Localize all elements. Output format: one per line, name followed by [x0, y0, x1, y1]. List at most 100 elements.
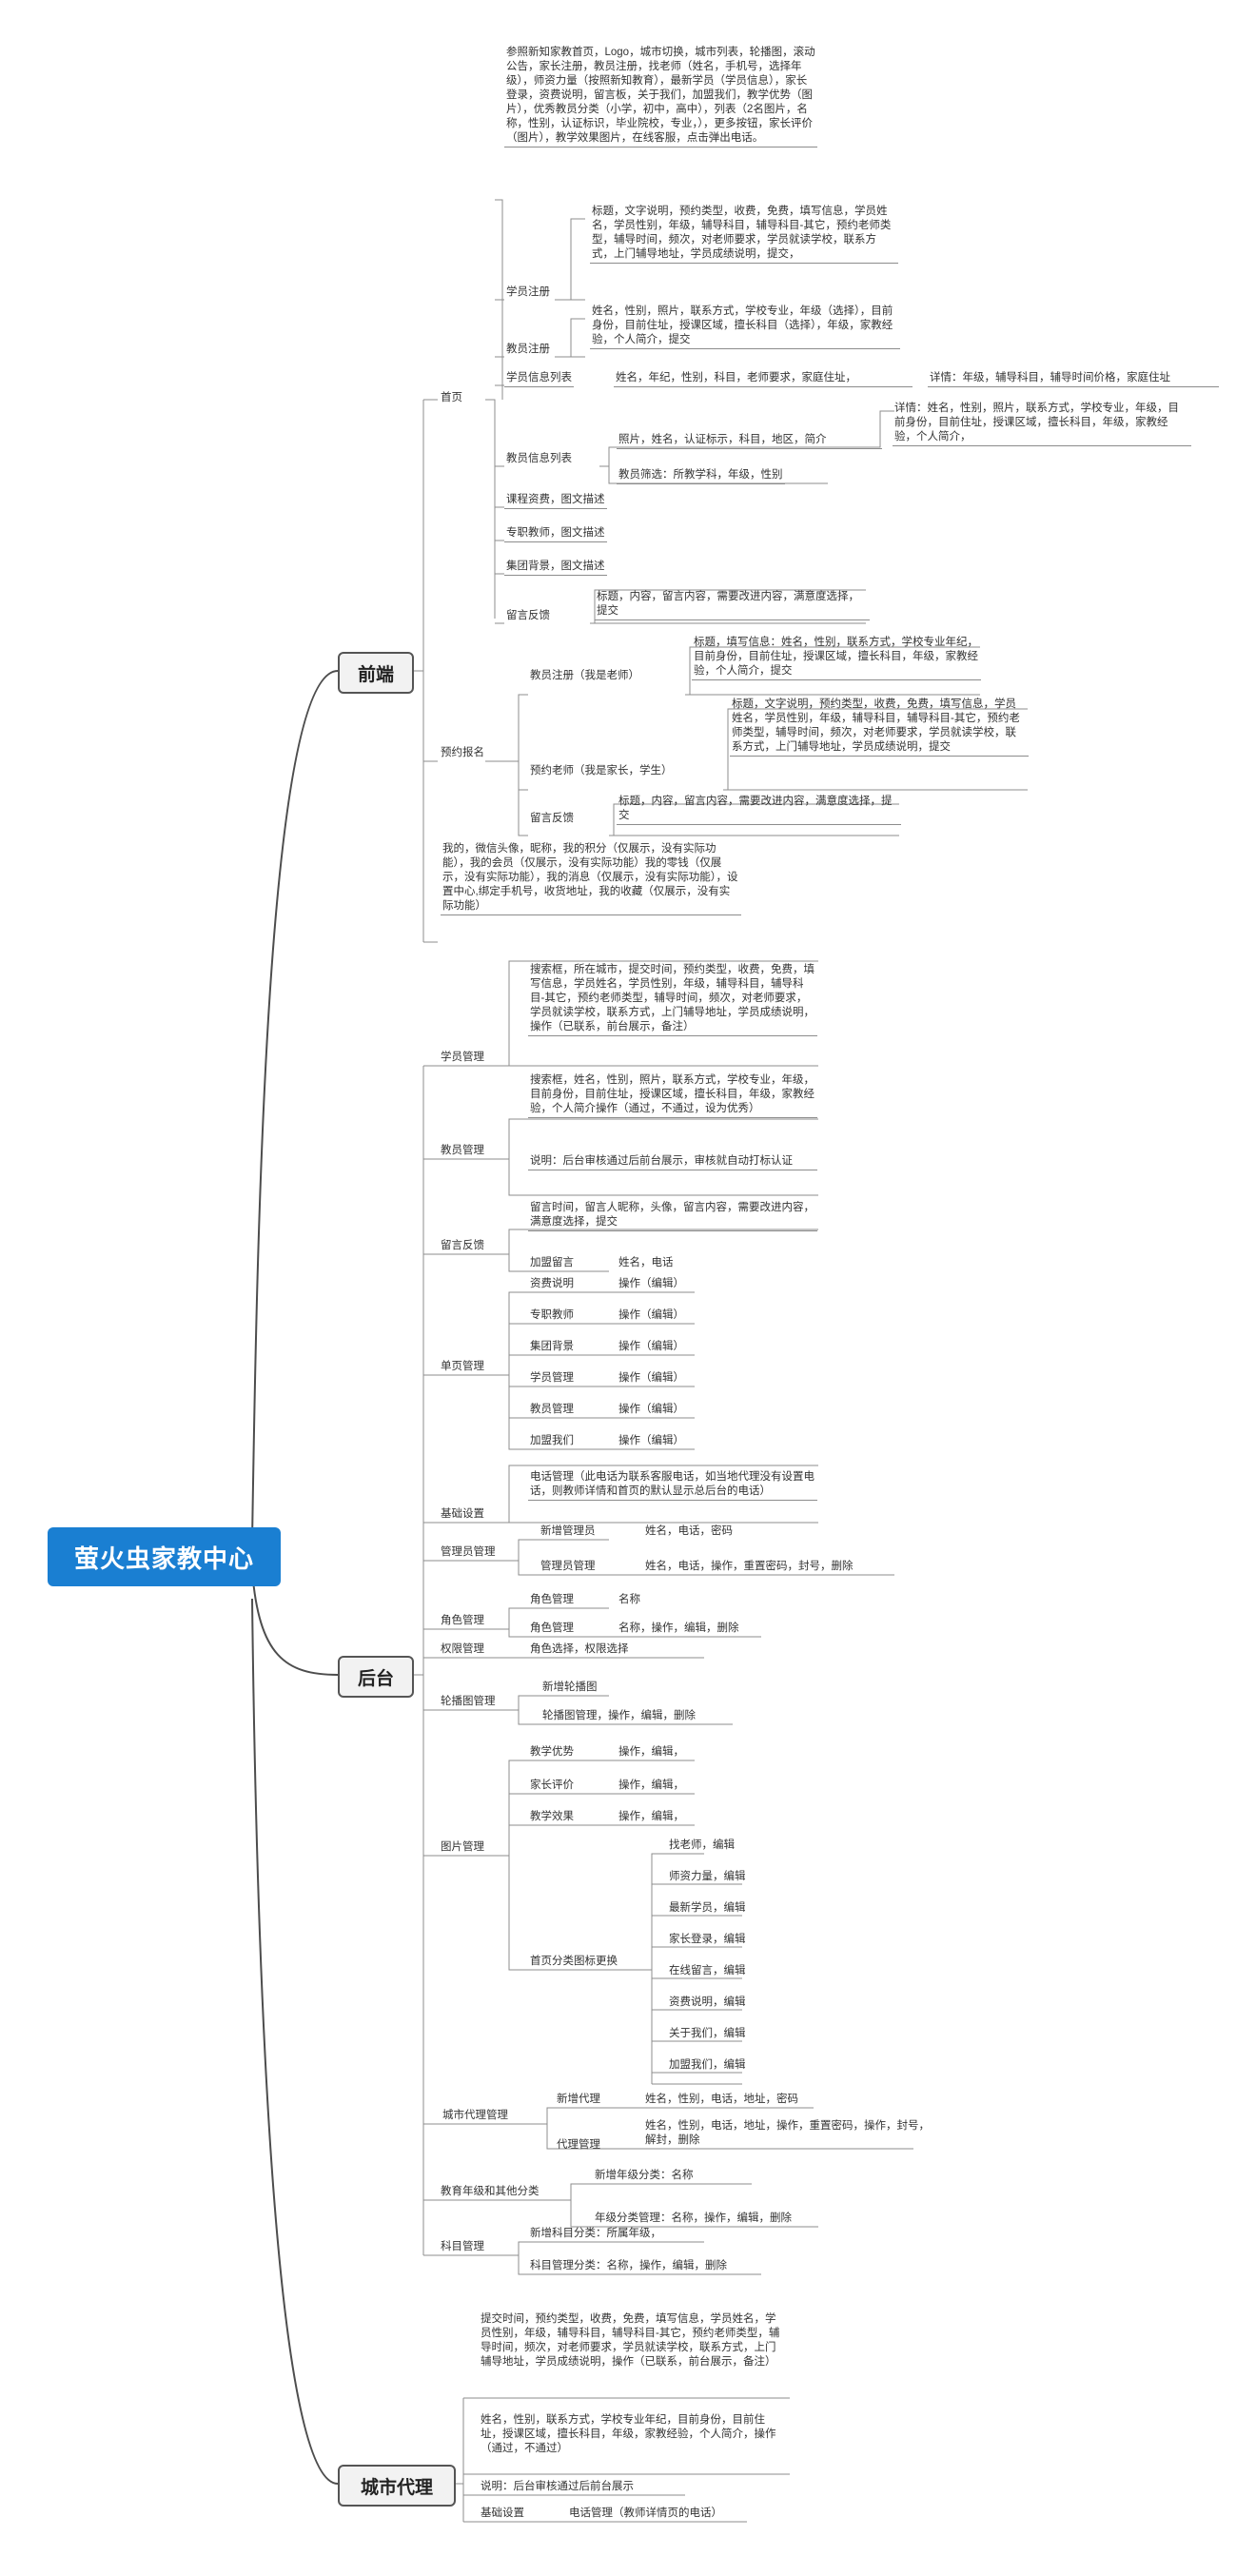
fe-student-register-fields: 标题，文字说明，预约类型，收费，免费，填写信息，学员姓名，学员性别，年级，辅导科… — [590, 205, 898, 264]
be-single-page-op: 操作（编辑） — [618, 1372, 684, 1384]
fe-group-background: 集团背景，图文描述 — [504, 560, 607, 576]
be-teachers-note: 说明：后台审核通过后前台展示，审核就自动打标认证 — [528, 1154, 817, 1170]
be-permissions-fields: 角色选择，权限选择 — [530, 1643, 629, 1655]
be-grades-new: 新增年级分类：名称 — [595, 2170, 694, 2181]
be-single-page-op: 操作（编辑） — [618, 1404, 684, 1415]
be-carousel-new: 新增轮播图 — [542, 1681, 598, 1693]
be-single-page: 单页管理 — [441, 1361, 484, 1372]
be-roles-a-fields: 名称 — [618, 1594, 640, 1605]
be-subjects-new: 新增科目分类：所属年级， — [530, 2228, 661, 2239]
be-images-home-icon-item: 师资力量，编辑 — [669, 1871, 746, 1882]
be-roles: 角色管理 — [441, 1615, 484, 1626]
be-images-op: 操作，编辑， — [618, 1746, 684, 1758]
fe-teacher-list-fields: 照片，姓名，认证标示，科目，地区，简介 — [617, 433, 882, 449]
be-images-home-icon-item: 家长登录，编辑 — [669, 1934, 746, 1945]
be-images-item: 教学效果 — [530, 1811, 574, 1822]
be-franchise-message: 加盟留言 — [530, 1257, 574, 1268]
be-admins-new-fields: 姓名，电话，密码 — [645, 1525, 733, 1537]
be-images-home-icon-item: 加盟我们，编辑 — [669, 2059, 746, 2071]
be-images-item: 家长评价 — [530, 1780, 574, 1791]
be-single-page-item: 集团背景 — [530, 1341, 574, 1352]
fe-booking-book-teacher-fields: 标题，文字说明，预约类型，收费，免费，填写信息，学员姓名，学员性别，年级，辅导科… — [730, 698, 1029, 757]
be-images-home-icon-item: 资费说明，编辑 — [669, 1996, 746, 2008]
be-permissions: 权限管理 — [441, 1643, 484, 1655]
fe-feedback: 留言反馈 — [506, 610, 550, 621]
fe-student-list-fields: 姓名，年纪，性别，科目，老师要求，家庭住址， — [614, 371, 913, 387]
be-single-page-item: 资费说明 — [530, 1278, 574, 1289]
be-roles-a: 角色管理 — [530, 1594, 574, 1605]
be-city-agents: 城市代理管理 — [442, 2110, 508, 2121]
fe-fees: 课程资费，图文描述 — [504, 493, 607, 509]
fe-feedback-fields: 标题，内容，留言内容，需要改进内容，满意度选择，提交 — [595, 590, 870, 620]
be-feedback-fields: 留言时间，留言人昵称，头像，留言内容，需要改进内容，满意度选择，提交 — [528, 1201, 817, 1231]
fe-teacher-register-fields: 姓名，性别，照片，联系方式，学校专业，年级（选择），目前身份，目前住址，授课区域… — [590, 305, 900, 349]
be-students-fields: 搜索框，所在城市，提交时间，预约类型，收费，免费，填写信息，学员姓名，学员性别，… — [528, 963, 817, 1036]
be-subjects: 科目管理 — [441, 2241, 484, 2252]
fe-homepage-desc: 参照新知家教首页，Logo，城市切换，城市列表，轮播图，滚动公告，家长注册，教员… — [504, 46, 817, 147]
fe-booking-book-teacher: 预约老师（我是家长，学生） — [530, 765, 673, 777]
be-teachers: 教员管理 — [441, 1145, 484, 1156]
be-single-page-item: 学员管理 — [530, 1372, 574, 1384]
city-basic-settings-phone: 电话管理（教师详情页的电话） — [569, 2507, 722, 2519]
root-node: 萤火虫家教中心 — [48, 1527, 281, 1586]
be-single-page-item: 加盟我们 — [530, 1435, 574, 1446]
city-teachers: 姓名，性别，联系方式，学校专业年纪，目前身份，目前住址，授课区域，擅长科目，年级… — [481, 2414, 776, 2454]
fe-my-profile: 我的，微信头像，昵称，我的积分（仅展示，没有实际功能），我的会员（仅展示，没有实… — [441, 842, 741, 915]
fe-fulltime-teachers: 专职教师，图文描述 — [504, 526, 607, 542]
be-admins-manage: 管理员管理 — [540, 1561, 596, 1572]
fe-booking: 预约报名 — [441, 747, 484, 758]
be-images-home-icon-item: 关于我们，编辑 — [669, 2028, 746, 2039]
fe-student-list: 学员信息列表 — [504, 371, 574, 387]
be-city-agents-new-fields: 姓名，性别，电话，地址，密码 — [645, 2094, 798, 2105]
be-carousel-manage: 轮播图管理，操作，编辑，删除 — [542, 1710, 696, 1721]
be-basic-settings: 基础设置 — [441, 1508, 484, 1520]
be-images-op: 操作，编辑， — [618, 1811, 684, 1822]
be-images-home-icon-item: 找老师，编辑 — [669, 1839, 735, 1851]
be-single-page-op: 操作（编辑） — [618, 1278, 684, 1289]
fe-teacher-register: 教员注册 — [506, 344, 550, 355]
fe-booking-teacher-register: 教员注册（我是老师） — [530, 670, 639, 681]
be-teachers-fields: 搜索框，姓名，性别，照片，联系方式，学校专业，年级，目前身份，目前住址，授课区域… — [528, 1073, 817, 1118]
be-images-home-icon-item: 最新学员，编辑 — [669, 1902, 746, 1914]
branch-backend: 后台 — [338, 1656, 414, 1698]
be-city-agents-manage-fields: 姓名，性别，电话，地址，操作，重置密码，操作，封号，解封，删除 — [645, 2120, 930, 2146]
be-single-page-op: 操作（编辑） — [618, 1341, 684, 1352]
be-grades: 教育年级和其他分类 — [441, 2186, 540, 2197]
fe-student-register: 学员注册 — [506, 286, 550, 298]
branch-city-agent: 城市代理 — [338, 2465, 456, 2507]
be-single-page-op: 操作（编辑） — [618, 1309, 684, 1321]
fe-teacher-list: 教员信息列表 — [506, 453, 572, 464]
be-images-op: 操作，编辑， — [618, 1780, 684, 1791]
be-images-home-icons: 首页分类图标更换 — [530, 1956, 618, 1967]
be-students: 学员管理 — [441, 1052, 484, 1063]
be-single-page-op: 操作（编辑） — [618, 1435, 684, 1446]
branch-frontend: 前端 — [338, 652, 414, 694]
be-city-agents-manage: 代理管理 — [557, 2139, 600, 2151]
be-roles-b-fields: 名称，操作，编辑，删除 — [618, 1622, 739, 1634]
be-admins: 管理员管理 — [441, 1546, 496, 1558]
be-images-home-icon-item: 在线留言，编辑 — [669, 1965, 746, 1976]
fe-booking-feedback-fields: 标题，内容，留言内容，需要改进内容，满意度选择，提交 — [617, 795, 901, 825]
be-carousel: 轮播图管理 — [441, 1696, 496, 1707]
be-basic-settings-phone: 电话管理（此电话为联系客服电话，如当地代理没有设置电话，则教师详情和首页的默认显… — [528, 1470, 817, 1501]
be-grades-manage: 年级分类管理：名称，操作，编辑，删除 — [595, 2212, 792, 2224]
fe-booking-teacher-register-fields: 标题，填写信息：姓名，性别，联系方式，学校专业年纪，目前身份，目前住址，授课区域… — [692, 636, 981, 680]
be-roles-b: 角色管理 — [530, 1622, 574, 1634]
fe-homepage: 首页 — [441, 392, 462, 403]
fe-teacher-list-detail: 详情：姓名，性别，照片，联系方式，学校专业，年级，目前身份，目前住址，授课区域，… — [893, 402, 1191, 446]
be-feedback: 留言反馈 — [441, 1240, 484, 1251]
fe-teacher-filter: 教员筛选：所教学科，年级，性别 — [617, 468, 785, 484]
be-single-page-item: 专职教师 — [530, 1309, 574, 1321]
be-images-item: 教学优势 — [530, 1746, 574, 1758]
city-note: 说明：后台审核通过后前台展示 — [481, 2481, 634, 2492]
be-franchise-message-fields: 姓名，电话 — [618, 1257, 674, 1268]
city-students: 提交时间，预约类型，收费，免费，填写信息，学员姓名，学员性别，年级，辅导科目，辅… — [481, 2313, 780, 2368]
be-admins-manage-fields: 姓名，电话，操作，重置密码，封号，删除 — [645, 1561, 854, 1572]
fe-booking-feedback: 留言反馈 — [530, 813, 574, 824]
be-city-agents-new: 新增代理 — [557, 2094, 600, 2105]
be-admins-new: 新增管理员 — [540, 1525, 596, 1537]
fe-student-list-detail: 详情：年级，辅导科目，辅导时间价格，家庭住址 — [928, 371, 1219, 387]
be-single-page-item: 教员管理 — [530, 1404, 574, 1415]
be-images: 图片管理 — [441, 1841, 484, 1853]
